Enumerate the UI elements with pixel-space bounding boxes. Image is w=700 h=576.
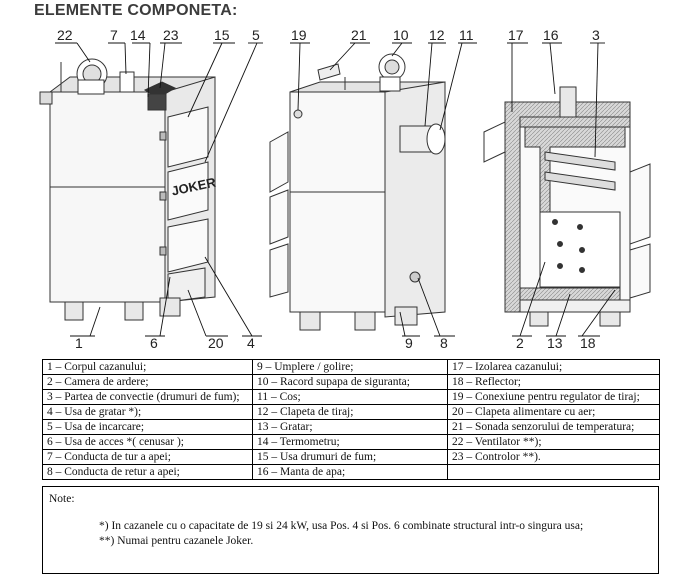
callout-12: 12 bbox=[429, 27, 445, 43]
note-line-1: *) In cazanele cu o capacitate de 19 si … bbox=[99, 520, 584, 532]
callout-16: 16 bbox=[543, 27, 559, 43]
callout-1: 1 bbox=[75, 335, 83, 351]
table-row: 2 – Camera de ardere; 10 – Racord supapa… bbox=[42, 374, 660, 390]
left-boiler-view bbox=[39, 58, 216, 321]
legend-cell: 11 – Cos; bbox=[252, 389, 448, 405]
legend-cell: 13 – Gratar; bbox=[252, 419, 448, 435]
callout-2: 2 bbox=[516, 335, 524, 351]
callout-8: 8 bbox=[440, 335, 448, 351]
table-row: 6 – Usa de acces *( cenusar ); 14 – Term… bbox=[42, 434, 660, 450]
boiler-diagram: JOKER bbox=[0, 22, 700, 352]
callout-23: 23 bbox=[163, 27, 179, 43]
notes-label: Note: bbox=[49, 493, 75, 505]
legend-cell: 22 – Ventilator **); bbox=[447, 434, 660, 450]
legend-table: 1 – Corpul cazanului; 9 – Umplere / goli… bbox=[42, 359, 660, 480]
legend-cell: 10 – Racord supapa de siguranta; bbox=[252, 374, 448, 390]
callout-5: 5 bbox=[252, 27, 260, 43]
callout-22: 22 bbox=[57, 27, 73, 43]
callout-20: 20 bbox=[208, 335, 224, 351]
table-row: 8 – Conducta de retur a apei; 16 – Manta… bbox=[42, 464, 660, 480]
legend-cell: 16 – Manta de apa; bbox=[252, 464, 448, 480]
callout-6: 6 bbox=[150, 335, 158, 351]
callout-9: 9 bbox=[405, 335, 413, 351]
legend-cell: 4 – Usa de gratar *); bbox=[42, 404, 253, 420]
callout-4: 4 bbox=[247, 335, 255, 351]
legend-cell bbox=[447, 464, 660, 480]
legend-cell: 1 – Corpul cazanului; bbox=[42, 359, 253, 375]
legend-cell: 7 – Conducta de tur a apei; bbox=[42, 449, 253, 465]
leader-lines bbox=[55, 42, 616, 337]
legend-cell: 18 – Reflector; bbox=[447, 374, 660, 390]
legend-cell: 12 – Clapeta de tiraj; bbox=[252, 404, 448, 420]
callout-18: 18 bbox=[580, 335, 596, 351]
legend-cell: 5 – Usa de incarcare; bbox=[42, 419, 253, 435]
table-row: 7 – Conducta de tur a apei; 15 – Usa dru… bbox=[42, 449, 660, 465]
legend-cell: 15 – Usa drumuri de fum; bbox=[252, 449, 448, 465]
callout-21: 21 bbox=[351, 27, 367, 43]
legend-cell: 23 – Controlor **). bbox=[447, 449, 660, 465]
legend-cell: 21 – Sonada senzorului de temperatura; bbox=[447, 419, 660, 435]
callout-13: 13 bbox=[547, 335, 563, 351]
callout-3: 3 bbox=[592, 27, 600, 43]
table-row: 1 – Corpul cazanului; 9 – Umplere / goli… bbox=[42, 359, 660, 375]
legend-cell: 6 – Usa de acces *( cenusar ); bbox=[42, 434, 253, 450]
note-line-2: **) Numai pentru cazanele Joker. bbox=[99, 535, 254, 547]
legend-cell: 17 – Izolarea cazanului; bbox=[447, 359, 660, 375]
right-section-view bbox=[483, 86, 651, 327]
callout-11: 11 bbox=[459, 27, 474, 43]
table-row: 3 – Partea de convectie (drumuri de fum)… bbox=[42, 389, 660, 405]
legend-cell: 3 – Partea de convectie (drumuri de fum)… bbox=[42, 389, 253, 405]
callout-10: 10 bbox=[393, 27, 409, 43]
middle-boiler-view bbox=[269, 53, 446, 331]
legend-cell: 14 – Termometru; bbox=[252, 434, 448, 450]
legend-cell: 19 – Conexiune pentru regulator de tiraj… bbox=[447, 389, 660, 405]
table-row: 5 – Usa de incarcare; 13 – Gratar; 21 – … bbox=[42, 419, 660, 435]
callout-15: 15 bbox=[214, 27, 230, 43]
callout-14: 14 bbox=[130, 27, 146, 43]
page-title: ELEMENTE COMPONETA: bbox=[34, 2, 238, 19]
callout-19: 19 bbox=[291, 27, 307, 43]
legend-cell: 9 – Umplere / golire; bbox=[252, 359, 448, 375]
callout-17: 17 bbox=[508, 27, 524, 43]
callout-7: 7 bbox=[110, 27, 118, 43]
legend-cell: 8 – Conducta de retur a apei; bbox=[42, 464, 253, 480]
legend-cell: 20 – Clapeta alimentare cu aer; bbox=[447, 404, 660, 420]
notes-box: Note: *) In cazanele cu o capacitate de … bbox=[42, 486, 659, 574]
table-row: 4 – Usa de gratar *); 12 – Clapeta de ti… bbox=[42, 404, 660, 420]
legend-cell: 2 – Camera de ardere; bbox=[42, 374, 253, 390]
